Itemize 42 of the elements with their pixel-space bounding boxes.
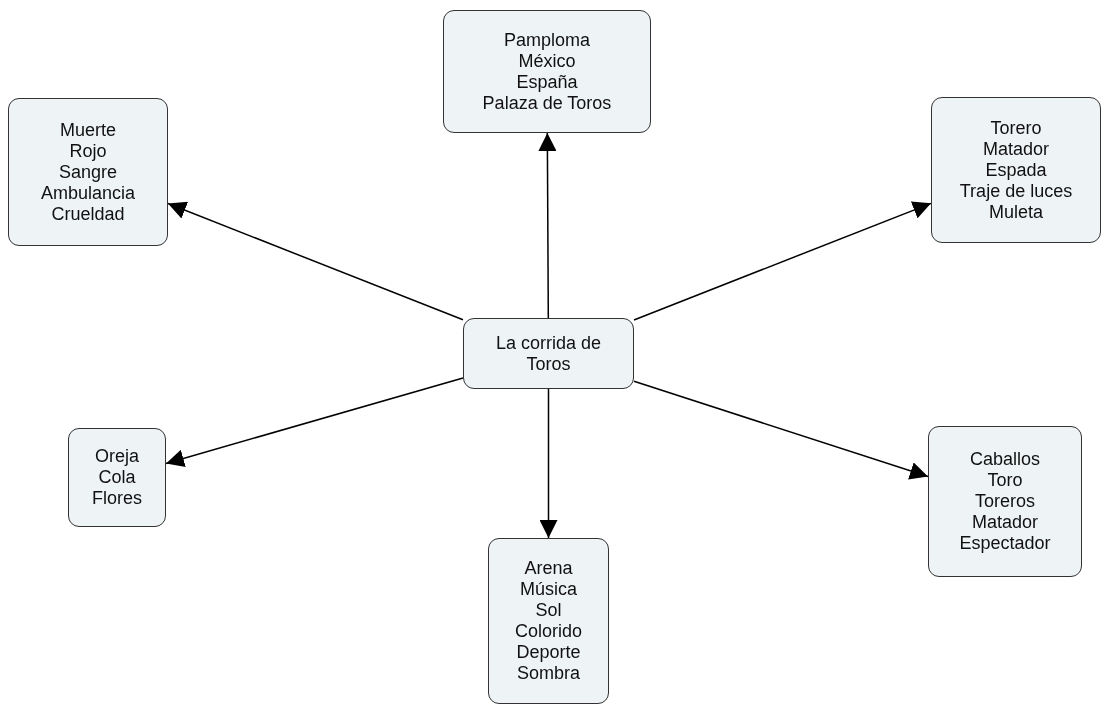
concept-text: Oreja [95,446,139,467]
concept-text: Ambulancia [40,182,136,204]
concept-box [463,318,634,389]
concept-text: Toro [987,470,1023,491]
concept-text: Flores [92,488,142,509]
arrow [633,380,929,480]
concept-box [928,426,1082,577]
concept-text: Palaza de Toros [482,92,612,114]
concept-box [931,97,1101,243]
concept-box [68,428,166,527]
arrow [167,201,464,321]
concept-text: Torero [990,117,1042,139]
arrow [538,132,557,319]
concept-text: Pamploma [503,29,590,51]
concept-box [8,98,168,246]
arrow [633,201,932,321]
arrow [539,388,558,539]
concept-text: Matador [982,138,1049,160]
concept-text: Espectador [959,533,1051,554]
concept-box [488,538,609,704]
concept-text: Espada [985,159,1047,181]
concept-text: Música [520,579,577,600]
concept-text: Cola [98,467,136,488]
concept-text: Sol [535,600,562,621]
concept-box [443,10,651,133]
concept-text: Sombra [517,663,580,684]
concept-text: La corrida de Toros [494,332,603,375]
arrow [165,377,464,468]
concept-text: España [516,71,578,93]
concept-text: Matador [971,512,1038,533]
concept-text: México [518,50,576,72]
concept-text: Deporte [516,642,581,663]
concept-text: Traje de luces [959,180,1073,202]
concept-text: Toreros [975,491,1035,512]
concept-text: Colorido [514,621,582,642]
concept-text: Arena [524,558,573,579]
concept-text: Crueldad [51,203,125,225]
concept-text: Caballos [969,449,1040,470]
concept-text: Sangre [58,161,117,183]
concept-text: Muerte [60,119,116,141]
concept-text: Muleta [989,201,1043,223]
concept-text: Rojo [69,140,107,162]
